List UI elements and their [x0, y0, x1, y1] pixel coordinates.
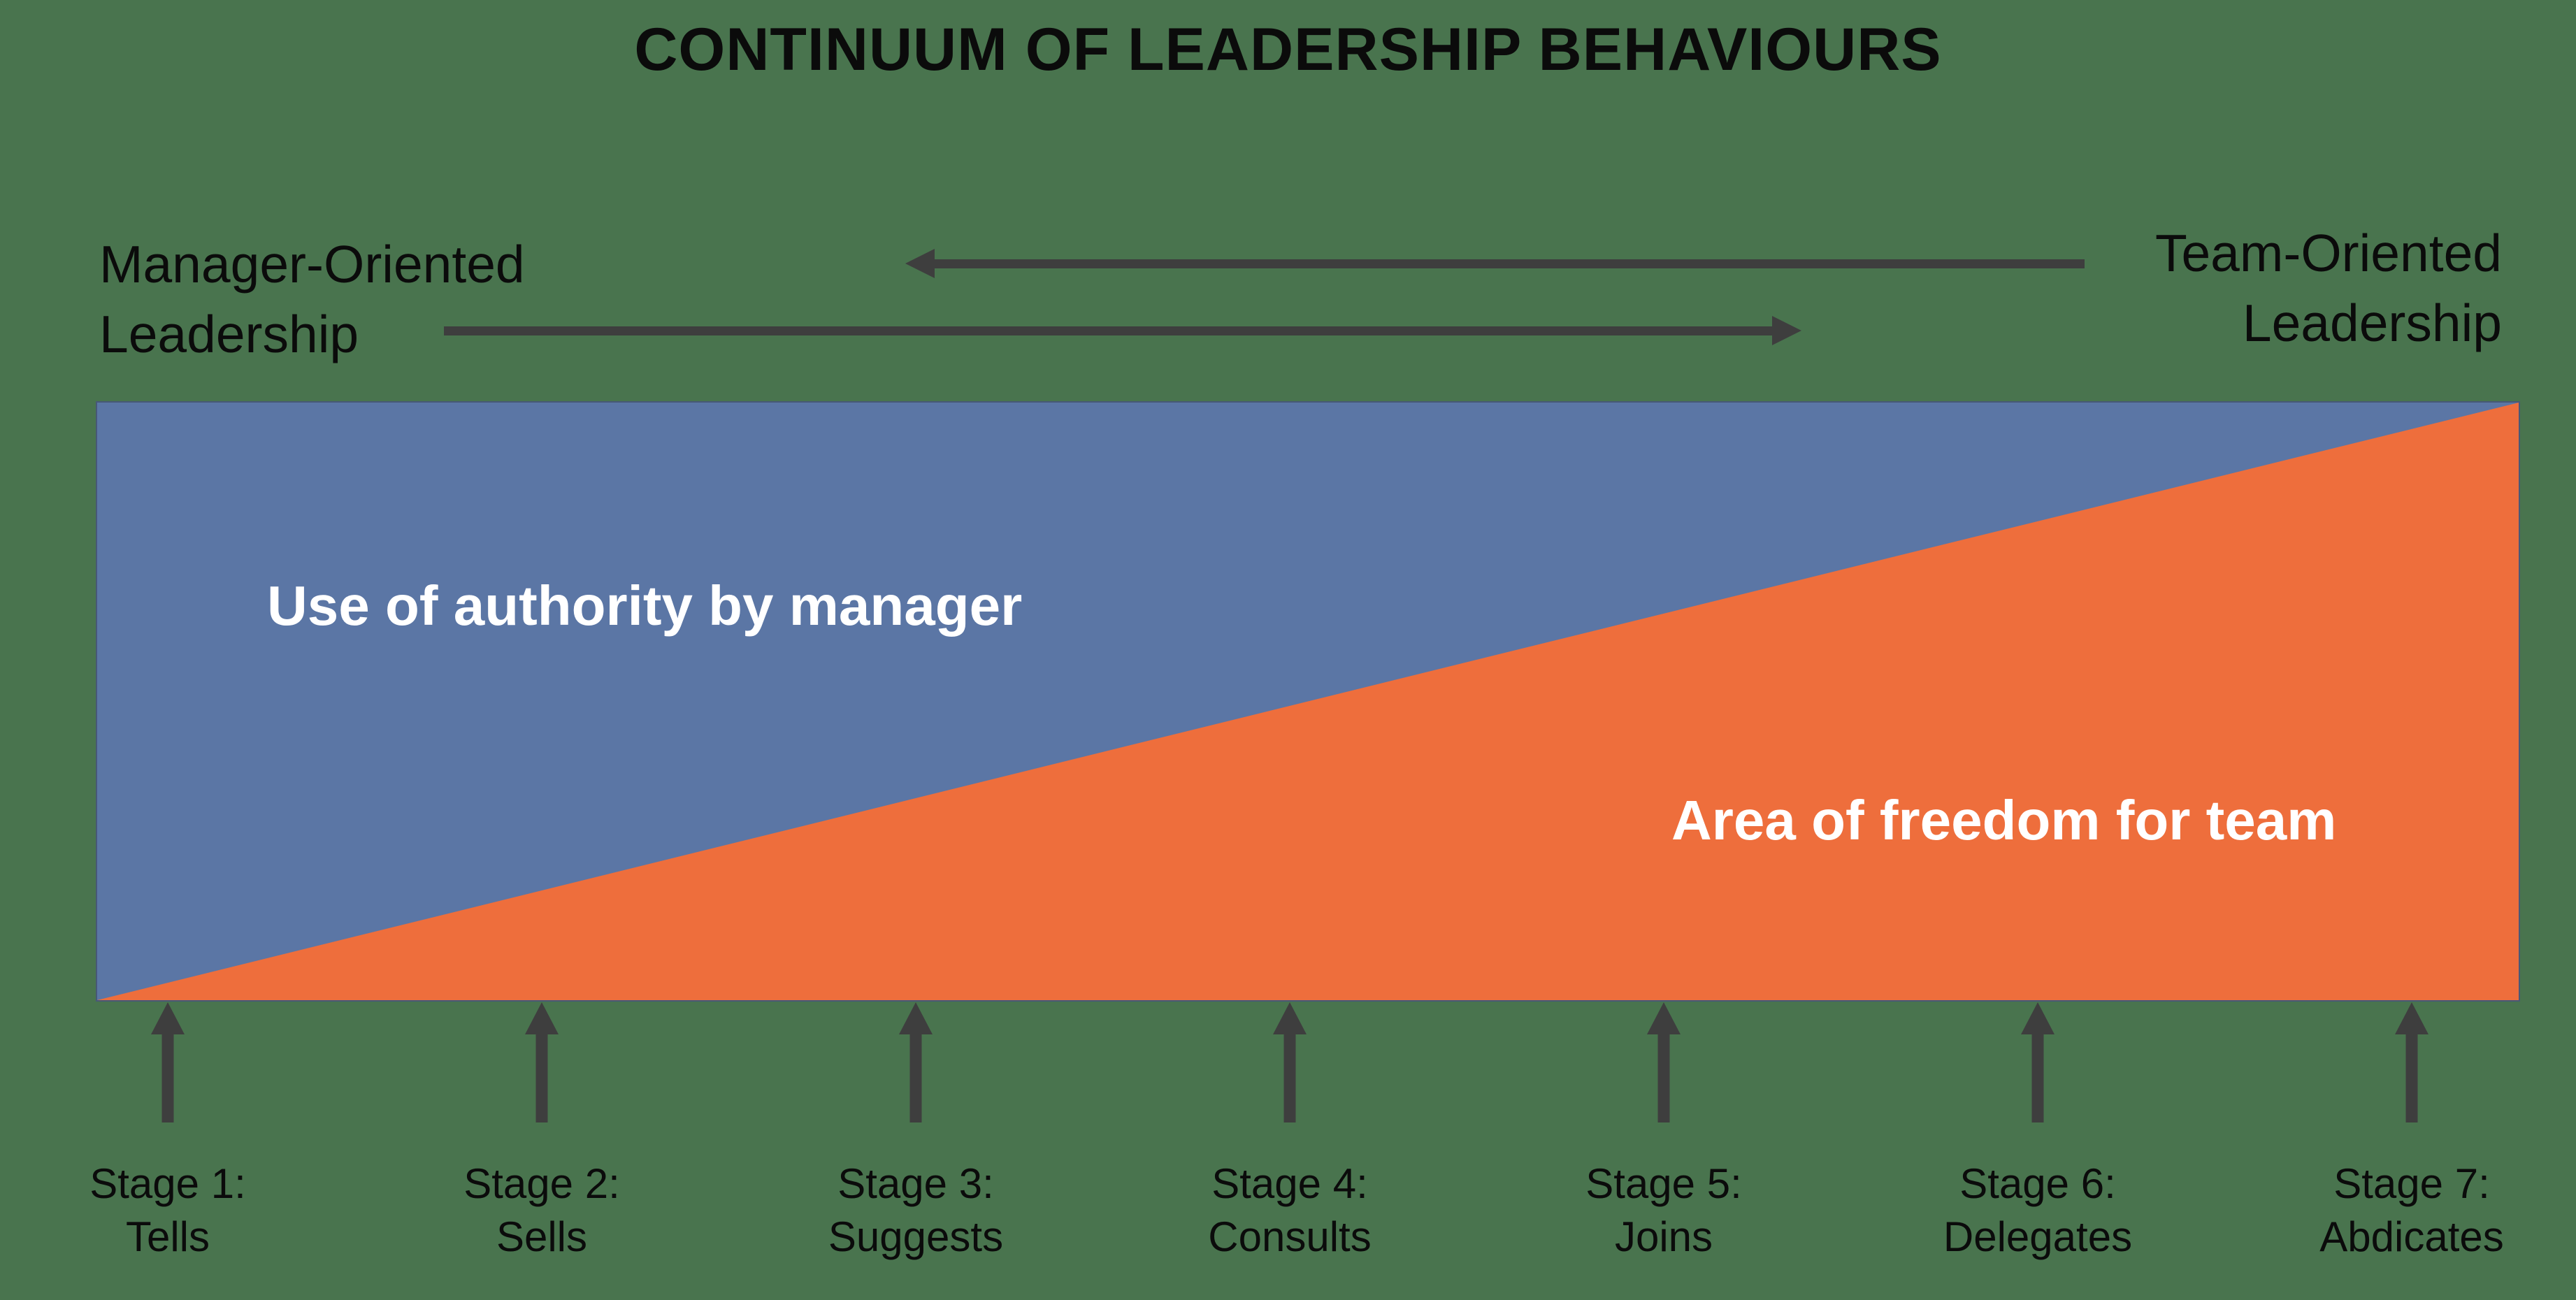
arrow-shaft	[535, 1033, 548, 1122]
stage-arrow-icon	[2021, 1002, 2055, 1122]
stage-arrow-icon	[2395, 1002, 2429, 1122]
arrow-shaft	[1283, 1033, 1296, 1122]
stage-column-7: Stage 7: Abdicates	[2272, 1002, 2552, 1264]
arrow-head	[1647, 1002, 1681, 1034]
stage-title: Stage 5:	[1585, 1160, 1742, 1207]
stage-column-6: Stage 6: Delegates	[1898, 1002, 2178, 1264]
stage-behavior: Abdicates	[2319, 1213, 2504, 1260]
stage-title: Stage 3:	[837, 1160, 994, 1207]
arrow-head	[2021, 1002, 2055, 1034]
stage-title: Stage 6:	[1959, 1160, 2116, 1207]
stage-label: Stage 2: Sells	[463, 1157, 620, 1264]
arrow-head	[1273, 1002, 1307, 1034]
arrow-shaft	[161, 1033, 174, 1122]
stage-column-4: Stage 4: Consults	[1150, 1002, 1430, 1264]
rightward-arrow-icon	[444, 316, 1801, 345]
arrow-shaft	[2405, 1033, 2418, 1122]
stage-behavior: Sells	[496, 1213, 588, 1260]
manager-oriented-label: Manager-Oriented Leadership	[99, 229, 525, 369]
arrow-shaft	[2031, 1033, 2044, 1122]
stage-column-2: Stage 2: Sells	[402, 1002, 682, 1264]
stage-arrow-icon	[151, 1002, 185, 1122]
leftward-arrow-icon	[905, 249, 2085, 278]
stage-title: Stage 4:	[1211, 1160, 1368, 1207]
arrow-shaft	[444, 326, 1775, 335]
stage-arrow-icon	[525, 1002, 559, 1122]
stage-title: Stage 7:	[2333, 1160, 2490, 1207]
arrow-head	[151, 1002, 185, 1034]
stage-label: Stage 4: Consults	[1208, 1157, 1371, 1264]
stage-arrow-icon	[899, 1002, 933, 1122]
team-oriented-label: Team-Oriented Leadership	[2155, 218, 2502, 358]
arrow-head	[1772, 316, 1801, 345]
team-oriented-label-line1: Team-Oriented	[2154, 224, 2502, 282]
stage-column-5: Stage 5: Joins	[1524, 1002, 1804, 1264]
stage-arrow-icon	[1273, 1002, 1307, 1122]
freedom-area-label: Area of freedom for team	[1671, 789, 2337, 851]
stage-column-3: Stage 3: Suggests	[776, 1002, 1056, 1264]
stage-behavior: Joins	[1614, 1213, 1713, 1260]
arrow-head	[905, 249, 935, 278]
stage-label: Stage 5: Joins	[1585, 1157, 1742, 1264]
team-oriented-label-line2: Leadership	[2242, 294, 2502, 352]
manager-oriented-label-line1: Manager-Oriented	[99, 235, 525, 294]
stage-label: Stage 7: Abdicates	[2319, 1157, 2504, 1264]
stage-behavior: Tells	[125, 1213, 210, 1260]
stage-arrow-icon	[1647, 1002, 1681, 1122]
stage-title: Stage 2:	[463, 1160, 620, 1207]
arrow-head	[525, 1002, 559, 1034]
page-title: CONTINUUM OF LEADERSHIP BEHAVIOURS	[634, 16, 1942, 83]
stage-title: Stage 1:	[89, 1160, 246, 1207]
stage-behavior: Suggests	[828, 1213, 1004, 1260]
manager-oriented-label-line2: Leadership	[99, 305, 359, 363]
stage-label: Stage 6: Delegates	[1943, 1157, 2132, 1264]
stage-label: Stage 3: Suggests	[828, 1157, 1003, 1264]
stage-column-1: Stage 1: Tells	[28, 1002, 308, 1264]
freedom-area-triangle	[97, 403, 2519, 1000]
stage-behavior: Delegates	[1943, 1213, 2133, 1260]
continuum-chart: Use of authority by manager Area of free…	[96, 401, 2520, 1002]
arrow-shaft	[1657, 1033, 1670, 1122]
arrow-shaft	[932, 259, 2085, 268]
authority-area-label: Use of authority by manager	[267, 575, 1023, 637]
stage-label: Stage 1: Tells	[89, 1157, 246, 1264]
arrow-head	[2395, 1002, 2429, 1034]
arrow-head	[899, 1002, 933, 1034]
stage-behavior: Consults	[1208, 1213, 1372, 1260]
arrow-shaft	[909, 1033, 922, 1122]
